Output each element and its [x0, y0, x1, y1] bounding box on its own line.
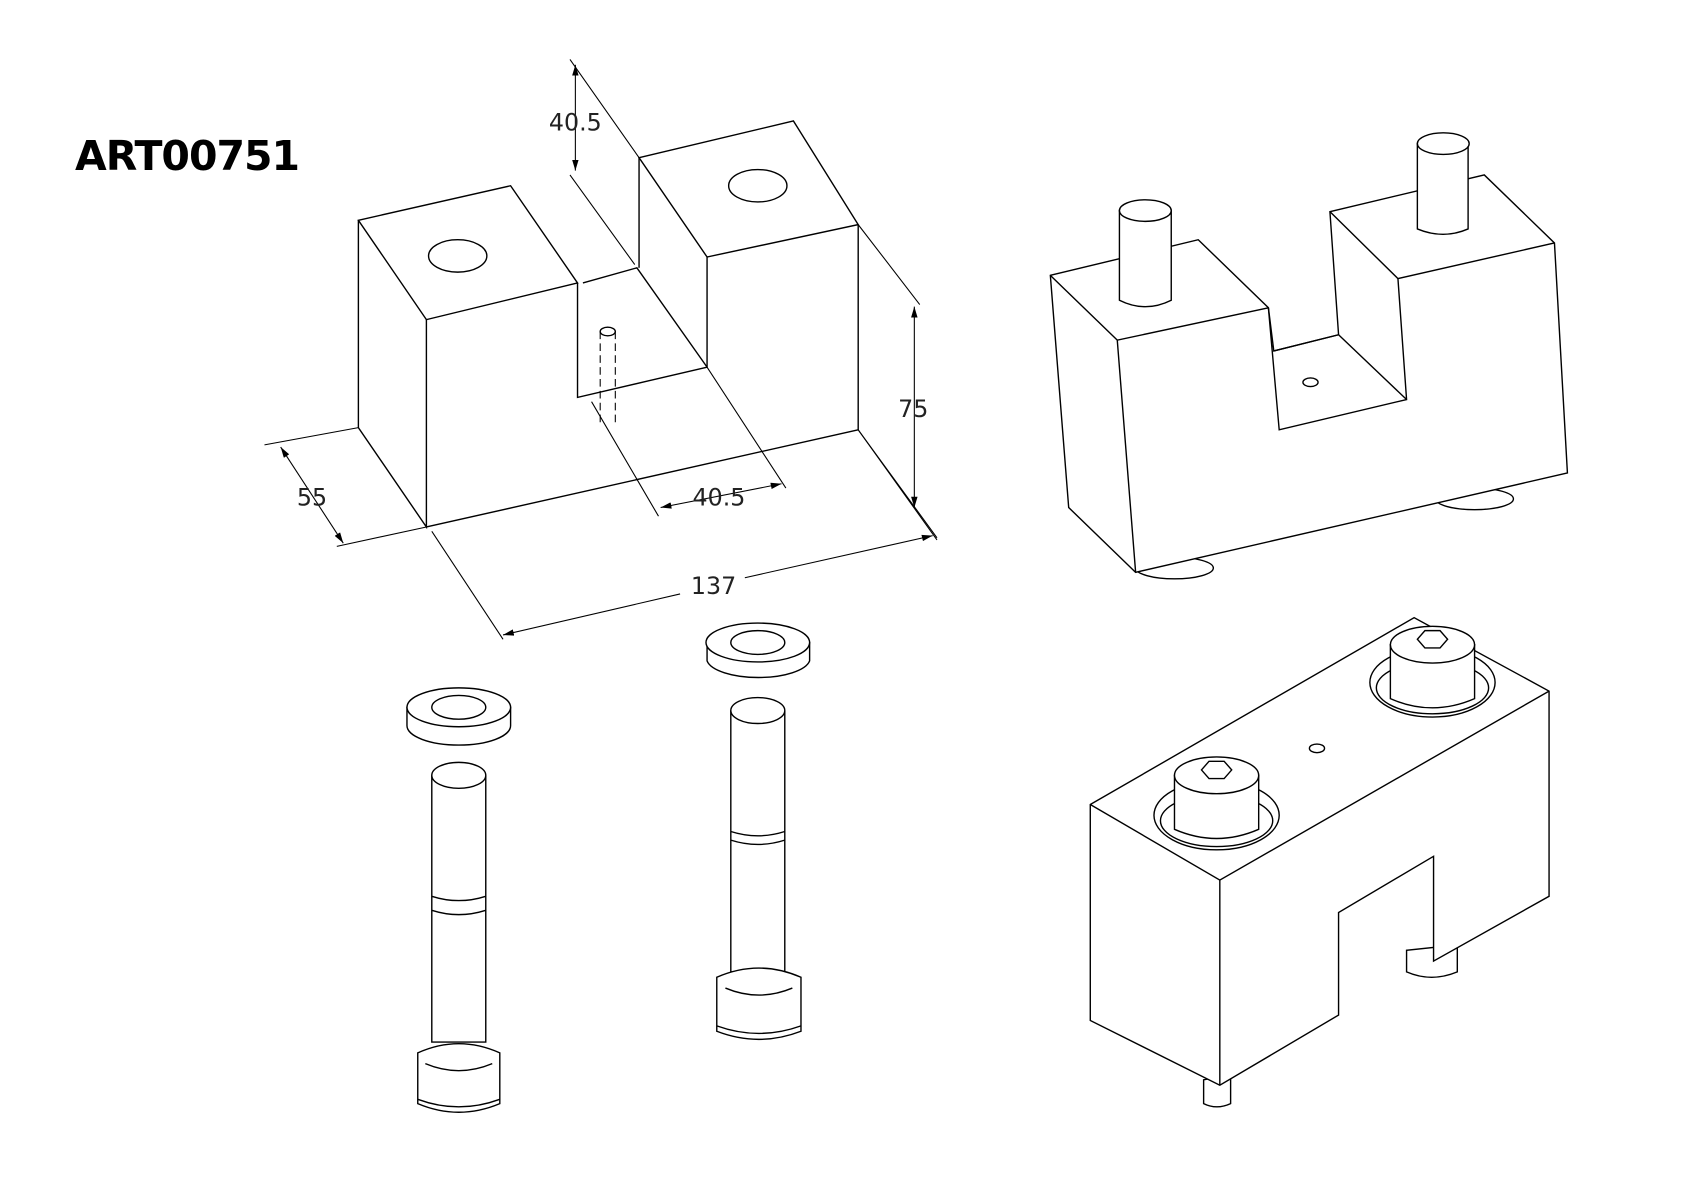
dim-height: 75 — [898, 395, 928, 423]
dim-length: 137 — [691, 572, 736, 600]
block-with-pins-view — [1049, 132, 1569, 580]
dim-depth: 55 — [297, 483, 327, 511]
washer-and-bolt-1 — [406, 687, 512, 1113]
block-with-bolts-view — [1089, 616, 1550, 1108]
dim-slot-depth: 40.5 — [549, 109, 602, 137]
dim-slot-width: 40.5 — [692, 483, 745, 511]
dimensioned-block-view: 40.5 75 55 40.5 137 — [264, 59, 938, 640]
washer-and-bolt-2 — [705, 622, 811, 1041]
part-number-title: ART00751 — [75, 132, 300, 180]
